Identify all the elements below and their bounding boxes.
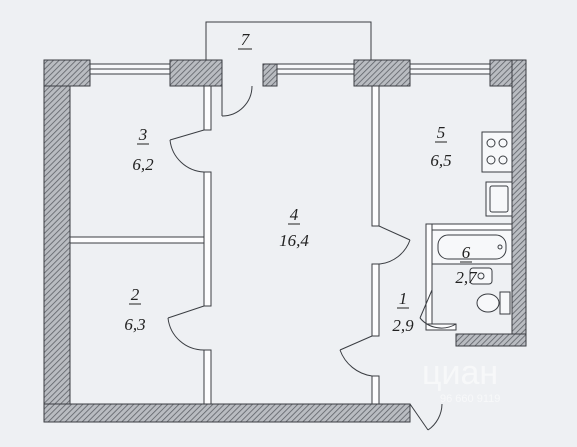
stove-icon [481,131,513,173]
room-3-label: 3 6,2 [132,125,154,174]
room-1-label: 1 2,9 [392,289,414,335]
outer-walls [43,59,527,423]
room-number: 6 [462,243,471,262]
room-number: 2 [131,285,140,304]
room-number: 5 [437,123,446,142]
room-area: 2,7 [455,268,478,287]
room-5-label: 5 6,5 [430,123,451,170]
doors [167,85,457,431]
room-area: 6,3 [124,315,145,334]
interior-walls [69,85,513,405]
balcony-label: 7 [238,30,252,50]
room-number: 1 [399,289,408,308]
balcony [205,21,372,62]
room-number: 3 [138,125,148,144]
room-number: 4 [290,205,299,224]
washbasin-icon [469,267,493,285]
windows [89,63,491,75]
toilet-icon [476,291,511,315]
bathtub-icon [431,229,513,265]
sink-icon [485,181,513,217]
watermark-code: 96 660 9119 [440,393,500,405]
room-area: 2,9 [392,316,414,335]
room-2-label: 2 6,3 [124,285,145,334]
room-area: 6,2 [132,155,154,174]
room-area: 16,4 [279,231,309,250]
room-area: 6,5 [430,151,451,170]
room-6-label: 6 2,7 [455,243,478,287]
room-4-label: 4 16,4 [279,205,309,250]
watermark-logo: циан [422,354,498,392]
watermark: циан 96 660 9119 [422,354,500,405]
balcony-number: 7 [241,30,251,49]
